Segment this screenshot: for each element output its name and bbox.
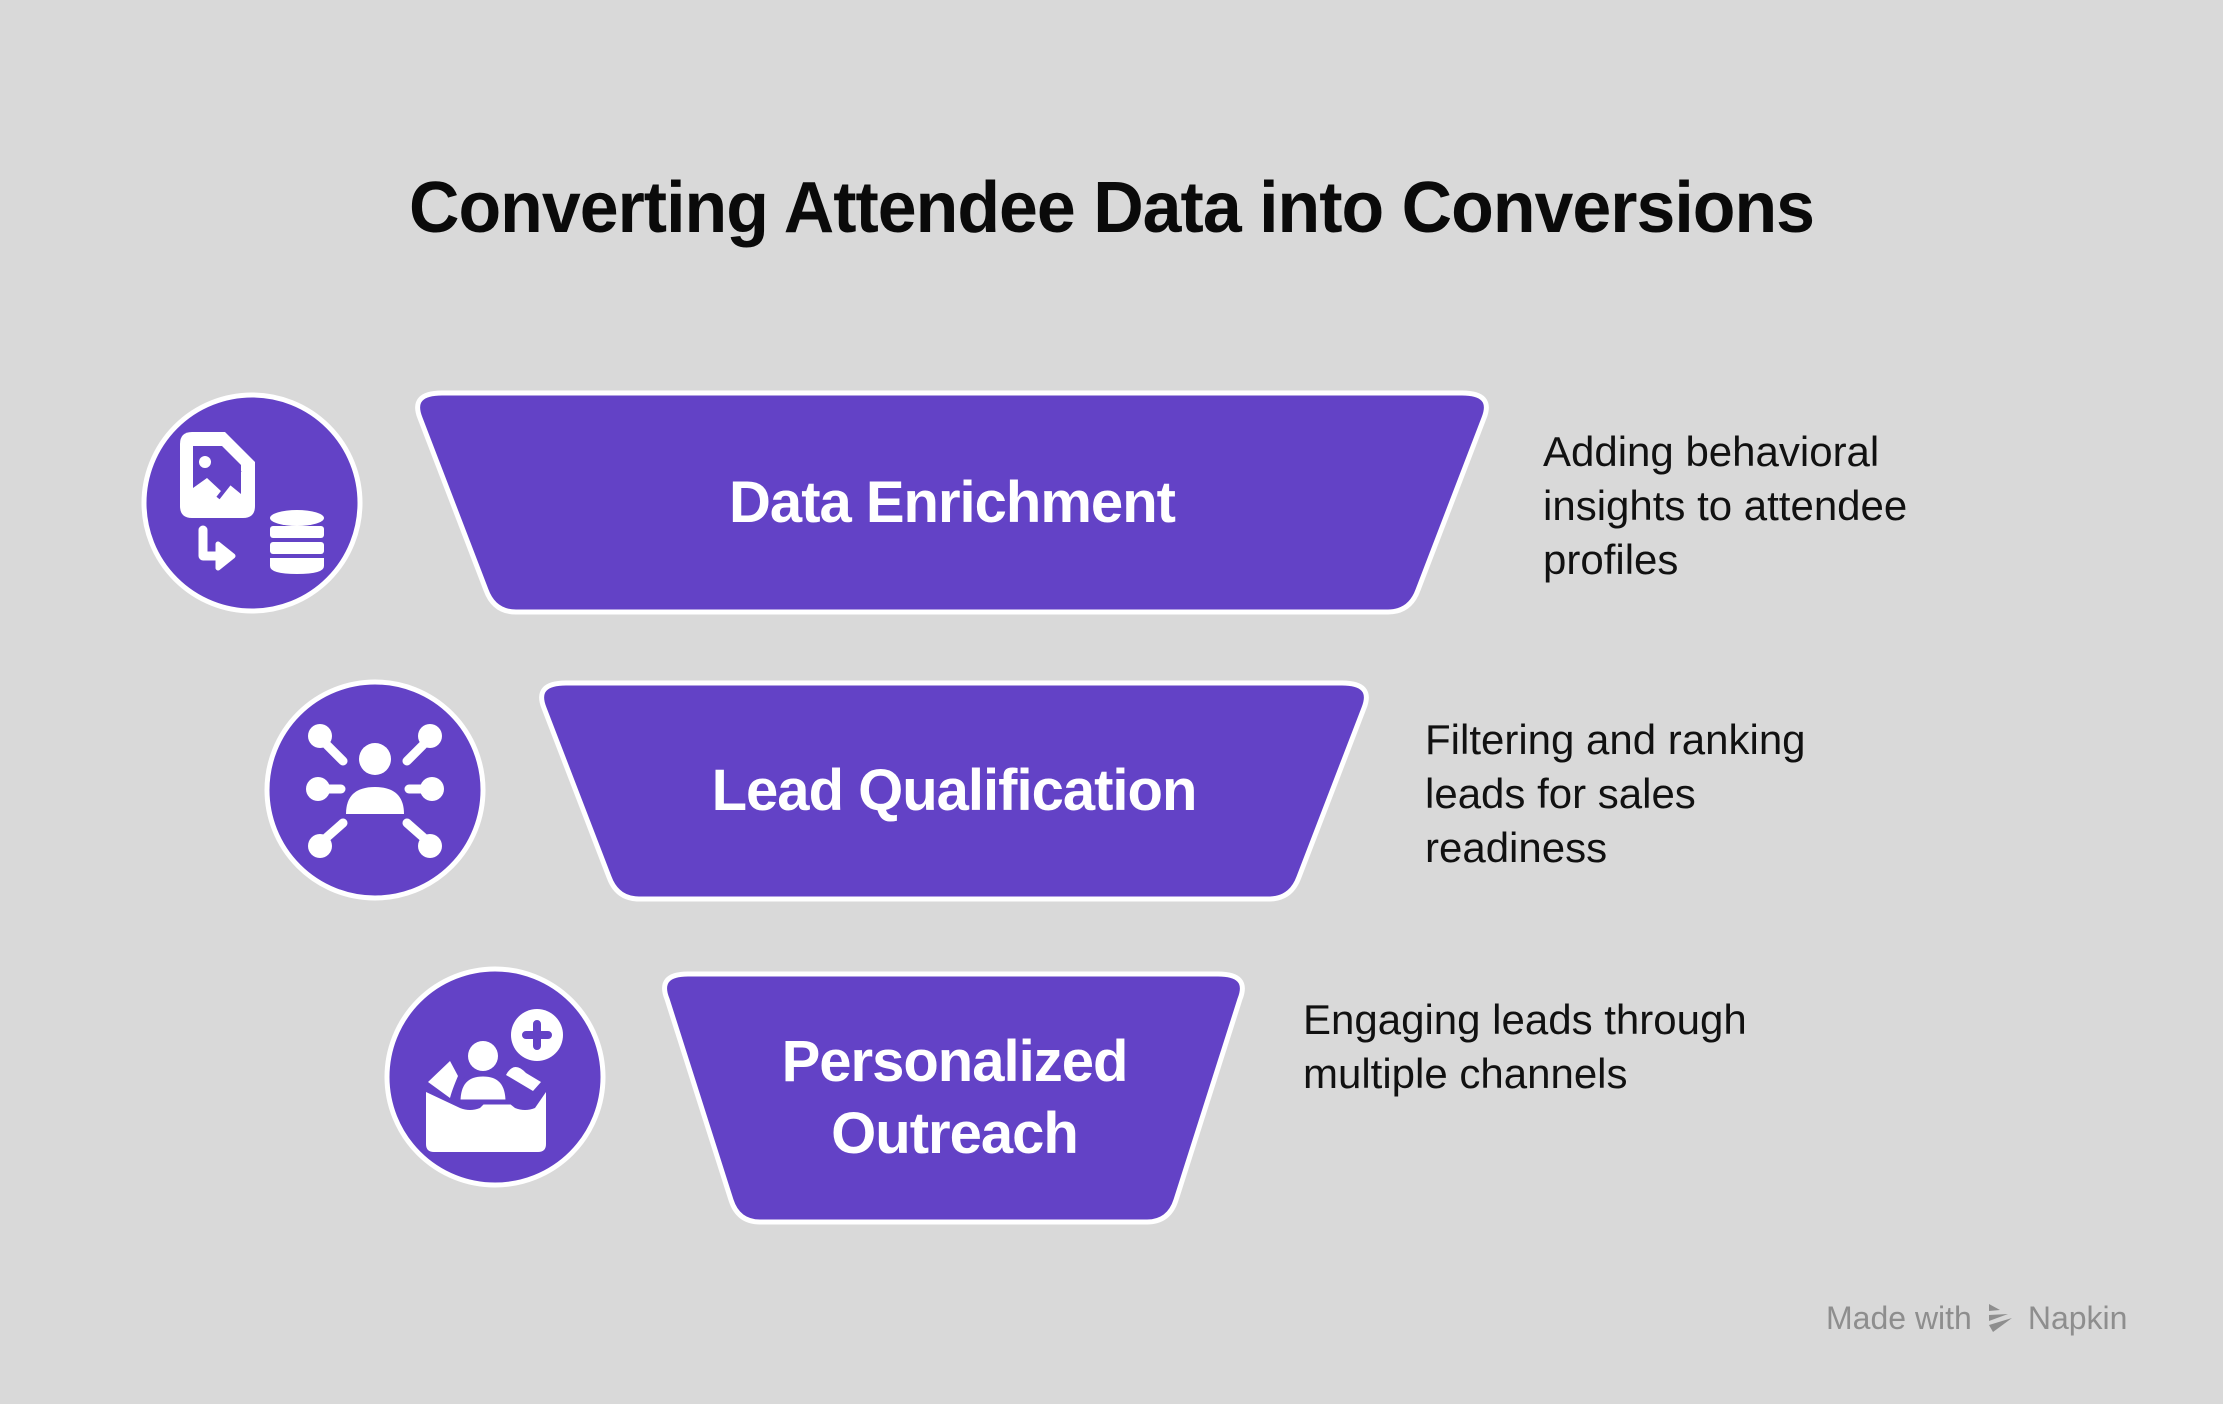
napkin-logo-icon [1988, 1304, 2012, 1332]
made-with-text: Made with [1826, 1299, 1972, 1336]
stage-2-description: Filtering and ranking leads for sales re… [1425, 713, 1806, 875]
stage-3-label: Personalized Outreach [738, 974, 1171, 1222]
stage-3-label-line-2: Outreach [831, 1101, 1079, 1166]
stage-1-label: Data Enrichment [492, 393, 1412, 612]
page-title: Converting Attendee Data into Conversion… [408, 168, 1815, 248]
funnel-stage-2-shape [539, 680, 1369, 902]
stage-1-description: Adding behavioral insights to attendee p… [1543, 425, 1907, 587]
stage-2-description-line: Filtering and ranking [1425, 716, 1806, 763]
made-with-napkin-footer: Made with Napkin [1826, 1298, 2127, 1338]
stage-3-description-line: Engaging leads through [1303, 996, 1747, 1043]
funnel-stage-3-shape [662, 971, 1245, 1225]
person-network-icon [306, 724, 444, 858]
stage-1-description-line: profiles [1543, 536, 1679, 583]
stage-1-description-line: insights to attendee [1543, 482, 1908, 529]
napkin-brand-text: Napkin [2027, 1299, 2128, 1336]
stage-3-description-line: multiple channels [1303, 1050, 1628, 1097]
image-file-to-database-icon [180, 432, 324, 574]
stage-1-description-line: Adding behavioral [1543, 428, 1880, 475]
envelope-add-person-icon [426, 1009, 563, 1152]
stage-2-label-text: Lead Qualification [711, 758, 1198, 823]
stage-2-label: Lead Qualification [615, 683, 1293, 899]
stage-2-description-line: leads for sales [1425, 770, 1696, 817]
funnel-stage-1-shape [415, 390, 1489, 615]
stage-2-description-line: readiness [1425, 824, 1608, 871]
stage-3-description: Engaging leads through multiple channels [1303, 993, 1747, 1101]
stage-3-label-line-1: Personalized [781, 1029, 1129, 1094]
stage-1-label-text: Data Enrichment [729, 469, 1176, 535]
